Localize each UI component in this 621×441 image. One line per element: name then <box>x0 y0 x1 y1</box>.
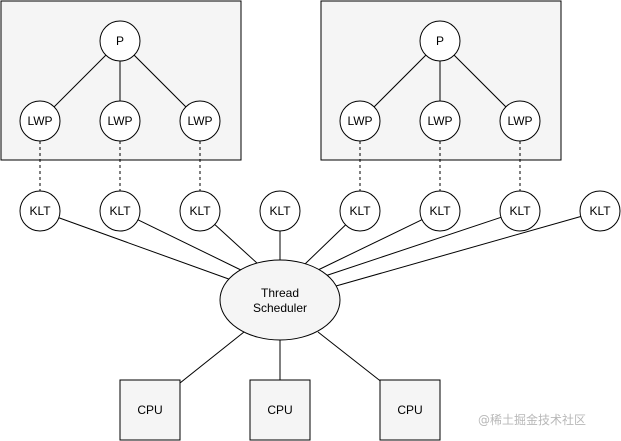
klt-node-label: KLT <box>429 204 451 218</box>
lwp-node-label: LWP <box>187 114 212 128</box>
lwp-node-label: LWP <box>427 114 452 128</box>
klt-node <box>579 190 621 232</box>
lwp-node-label: LWP <box>347 114 372 128</box>
lwp-node-label: LWP <box>507 114 532 128</box>
cpu-label: CPU <box>267 403 292 417</box>
klt-node-label: KLT <box>269 204 291 218</box>
klt-scheduler-edge <box>304 224 346 265</box>
process-node <box>99 20 141 62</box>
klt-node <box>259 190 301 232</box>
cpu-label: CPU <box>137 403 162 417</box>
klt-node-label: KLT <box>509 204 531 218</box>
lwp-node <box>419 100 461 142</box>
klt-scheduler-edge <box>324 216 502 277</box>
thread-scheduler-label-line1: Thread <box>261 286 299 300</box>
thread-scheduler-label-line2: Scheduler <box>253 301 307 315</box>
lwp-node <box>179 100 221 142</box>
cpu-label: CPU <box>397 403 422 417</box>
klt-node <box>179 190 221 232</box>
klt-scheduler-edge <box>214 224 259 265</box>
klt-node-label: KLT <box>589 204 611 218</box>
klt-scheduler-edge <box>335 215 581 287</box>
klt-node <box>339 190 381 232</box>
lwp-node-label: LWP <box>27 114 52 128</box>
process-node-label: P <box>436 34 444 48</box>
lwp-node-label: LWP <box>107 114 132 128</box>
lwp-node <box>339 100 381 142</box>
klt-node <box>99 190 141 232</box>
watermark-text: @稀土掘金技术社区 <box>478 413 587 427</box>
cpu-box <box>379 379 441 441</box>
klt-node <box>499 190 541 232</box>
klt-node-label: KLT <box>29 204 51 218</box>
process-node <box>419 20 461 62</box>
klt-node-label: KLT <box>109 204 131 218</box>
klt-node-label: KLT <box>189 204 211 218</box>
process-groups-layer <box>0 0 562 161</box>
cpu-box <box>249 379 311 441</box>
cpu-box <box>119 379 181 441</box>
klt-scheduler-edge <box>58 217 238 283</box>
klt-scheduler-edge <box>137 219 246 273</box>
lwp-node <box>19 100 61 142</box>
klt-node-label: KLT <box>349 204 371 218</box>
lwp-node <box>99 100 141 142</box>
klt-node <box>19 190 61 232</box>
scheduler-cpu-edge <box>317 331 384 384</box>
process-node-label: P <box>116 34 124 48</box>
klt-scheduler-edge <box>317 219 423 271</box>
lwp-node <box>499 100 541 142</box>
thread-scheduler-node <box>219 259 341 341</box>
klt-node <box>419 190 461 232</box>
nodes-layer: P LWP LWP LWP P LWP LWP LWP KLT KLT KLT KLT KLT KLT KL… <box>19 20 621 441</box>
scheduler-cpu-edge <box>179 331 245 384</box>
